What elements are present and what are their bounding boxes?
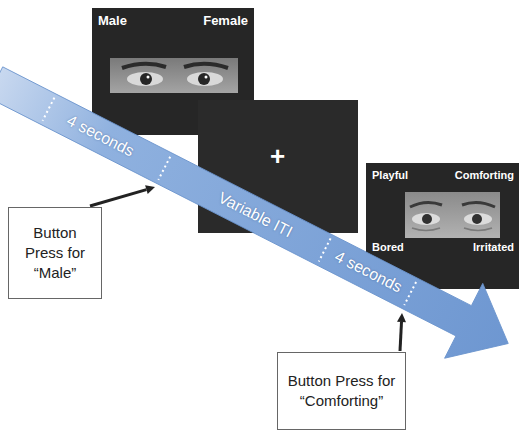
callout-text: Button Press for “Male” (13, 223, 97, 284)
eyes-photo (405, 192, 500, 238)
timeline-arrow (0, 45, 519, 381)
timeline-label: 4 seconds (332, 247, 405, 296)
slide-label: Playful (372, 169, 408, 181)
stimulus-slide: + (198, 100, 358, 233)
slide-label: Male (98, 14, 127, 28)
slide-label: + (270, 142, 285, 171)
timeline-label: 4 seconds (64, 111, 137, 160)
callout-text: Button Press for “Comforting” (282, 371, 401, 412)
leader-line (90, 185, 155, 206)
stimulus-slide: Playful ComfortingBored Irritated (366, 163, 519, 289)
slide-label: Bored (372, 241, 404, 253)
callout-box: Button Press for “Comforting” (277, 352, 406, 430)
slide-label: Female (203, 14, 248, 28)
slide-label: Irritated (473, 241, 514, 253)
eyes-photo (110, 58, 238, 93)
slide-label: Comforting (455, 169, 514, 181)
stimulus-slide: Male Female (92, 8, 254, 135)
timeline-label: Variable ITI (215, 189, 295, 241)
callout-box: Button Press for “Male” (8, 207, 102, 299)
leader-line (397, 313, 406, 351)
